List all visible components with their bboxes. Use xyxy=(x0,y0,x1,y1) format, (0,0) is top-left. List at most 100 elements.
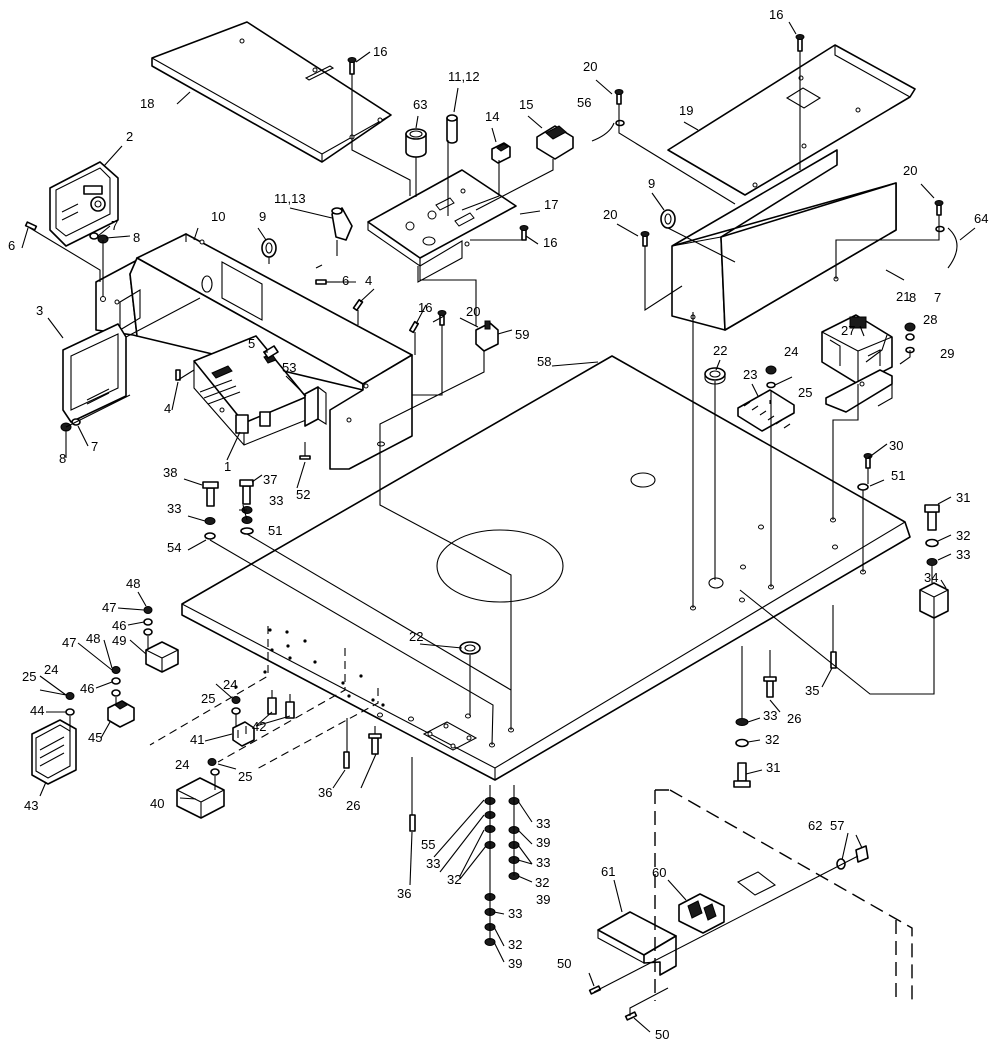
callout-label: 43 xyxy=(24,798,38,813)
callout-label: 58 xyxy=(537,354,551,369)
callout-label: 38 xyxy=(163,465,177,480)
callout-label: 24 xyxy=(784,344,798,359)
callout-label: 41 xyxy=(190,732,204,747)
label-leaders xyxy=(21,21,976,1033)
callout-label: 44 xyxy=(30,703,44,718)
callout-label: 53 xyxy=(282,360,296,375)
callout-label: 28 xyxy=(923,312,937,327)
callout-label: 16 xyxy=(543,235,557,250)
callout-label: 6 xyxy=(8,238,15,253)
callout-label: 2 xyxy=(126,129,133,144)
callout-label: 31 xyxy=(956,490,970,505)
callout-label: 21 xyxy=(896,289,910,304)
callout-label: 14 xyxy=(485,109,499,124)
callout-label: 25 xyxy=(201,691,215,706)
callout-label: 6 xyxy=(342,273,349,288)
callout-label: 61 xyxy=(601,864,615,879)
callout-label: 32 xyxy=(508,937,522,952)
callout-label: 4 xyxy=(164,401,171,416)
callout-label: 16 xyxy=(769,7,783,22)
switch-panel xyxy=(367,169,517,283)
callout-label: 17 xyxy=(544,197,558,212)
callout-label: 62 xyxy=(808,818,822,833)
callout-label: 50 xyxy=(557,956,571,971)
callout-label: 24 xyxy=(223,677,237,692)
callout-label: 32 xyxy=(447,872,461,887)
callout-label: 9 xyxy=(259,209,266,224)
callout-label: 32 xyxy=(765,732,779,747)
callout-label: 48 xyxy=(86,631,100,646)
callout-label: 63 xyxy=(413,97,427,112)
callout-label: 50 xyxy=(655,1027,669,1042)
callout-label: 20 xyxy=(903,163,917,178)
callout-label: 31 xyxy=(766,760,780,775)
callout-label: 25 xyxy=(238,769,252,784)
callout-label: 36 xyxy=(397,886,411,901)
callout-label: 55 xyxy=(421,837,435,852)
callout-label: 8 xyxy=(133,230,140,245)
callout-label: 40 xyxy=(150,796,164,811)
callout-label: 49 xyxy=(112,633,126,648)
callout-label: 3 xyxy=(36,303,43,318)
callout-label: 39 xyxy=(536,835,550,850)
callout-label: 57 xyxy=(830,818,844,833)
callout-label: 22 xyxy=(713,343,727,358)
callout-label: 33 xyxy=(956,547,970,562)
callout-label: 7 xyxy=(934,290,941,305)
callout-label: 20 xyxy=(583,59,597,74)
callout-label: 33 xyxy=(536,816,550,831)
top-panel xyxy=(151,21,392,163)
callout-label: 23 xyxy=(743,367,757,382)
callout-label: 56 xyxy=(577,95,591,110)
callout-label: 33 xyxy=(508,906,522,921)
callout-label: 33 xyxy=(426,856,440,871)
callout-label: 32 xyxy=(956,528,970,543)
callout-label: 19 xyxy=(679,103,693,118)
callout-label: 54 xyxy=(167,540,181,555)
callout-label: 34 xyxy=(924,570,938,585)
callout-label: 9 xyxy=(648,176,655,191)
callout-label: 25 xyxy=(798,385,812,400)
callout-label: 47 xyxy=(102,600,116,615)
callout-label: 30 xyxy=(889,438,903,453)
callout-label: 26 xyxy=(787,711,801,726)
callout-label: 45 xyxy=(88,730,102,745)
callout-label: 52 xyxy=(296,487,310,502)
callout-label: 33 xyxy=(269,493,283,508)
callout-label: 8 xyxy=(59,451,66,466)
base-plate xyxy=(149,355,911,781)
callout-label: 33 xyxy=(763,708,777,723)
callout-label: 35 xyxy=(805,683,819,698)
callout-label: 8 xyxy=(909,290,916,305)
components xyxy=(31,114,958,1001)
callout-label: 24 xyxy=(44,662,58,677)
callout-label: 25 xyxy=(22,669,36,684)
callout-label: 29 xyxy=(940,346,954,361)
callout-label: 18 xyxy=(140,96,154,111)
callout-label: 46 xyxy=(80,681,94,696)
callout-label: 42 xyxy=(252,719,266,734)
callout-label: 16 xyxy=(373,44,387,59)
callout-label: 59 xyxy=(515,327,529,342)
side-top-panel xyxy=(667,44,916,196)
callout-label: 24 xyxy=(175,757,189,772)
callout-label: 4 xyxy=(365,273,372,288)
callout-label: 64 xyxy=(974,211,988,226)
callout-label: 20 xyxy=(466,304,480,319)
callout-label: 48 xyxy=(126,576,140,591)
callout-label: 33 xyxy=(167,501,181,516)
callout-label: 33 xyxy=(536,855,550,870)
callout-label: 36 xyxy=(318,785,332,800)
callout-label: 20 xyxy=(603,207,617,222)
callout-label: 7 xyxy=(91,439,98,454)
callout-label: 11,12 xyxy=(448,69,480,84)
callout-label: 1 xyxy=(224,459,231,474)
callout-label: 27 xyxy=(841,323,855,338)
callout-label: 47 xyxy=(62,635,76,650)
callout-label: 51 xyxy=(891,468,905,483)
callout-label: 10 xyxy=(211,209,225,224)
callout-label: 5 xyxy=(248,336,255,351)
callout-label: 22 xyxy=(409,629,423,644)
callout-label: 15 xyxy=(519,97,533,112)
